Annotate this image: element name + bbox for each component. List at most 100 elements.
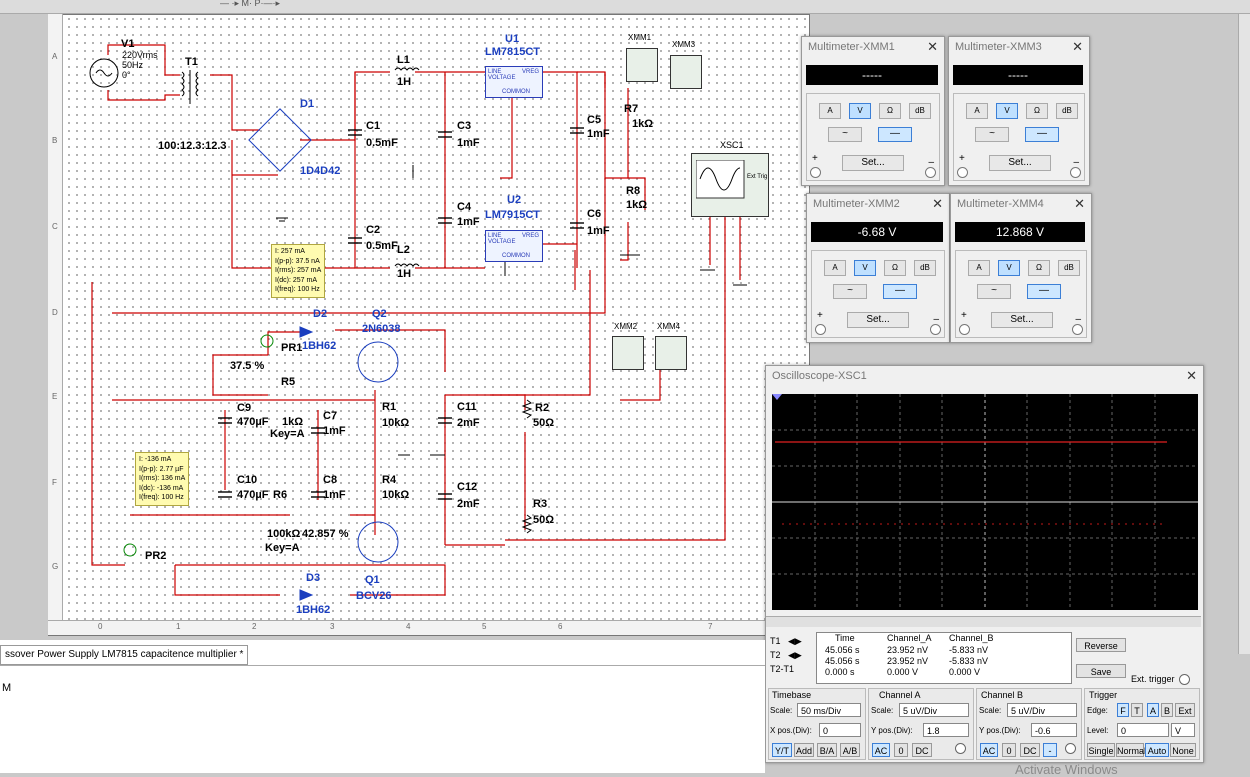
plus-terminal[interactable] [810, 167, 821, 178]
cha-ypos-input[interactable]: 1.8 [923, 723, 969, 737]
chb-ac-button[interactable]: AC [980, 743, 998, 757]
ac-button[interactable]: ~ [833, 284, 867, 299]
ba-button[interactable]: B/A [817, 743, 837, 757]
dc-button[interactable]: — [878, 127, 912, 142]
xmm4-meter-icon[interactable] [655, 336, 687, 370]
plus-terminal[interactable] [815, 324, 826, 335]
mode-button[interactable]: A [824, 260, 846, 276]
mode-button[interactable]: dB [1056, 103, 1078, 119]
cha-zero-button[interactable]: 0 [894, 743, 908, 757]
set-button[interactable]: Set... [989, 155, 1051, 171]
mode-button[interactable]: A [968, 260, 990, 276]
timebase-scale-input[interactable]: 50 ms/Div [797, 703, 861, 717]
xmm3-meter-icon[interactable] [670, 55, 702, 89]
dc-button[interactable]: — [883, 284, 917, 299]
vertical-scrollbar[interactable] [1238, 14, 1250, 654]
cha-ac-button[interactable]: AC [872, 743, 890, 757]
edge-b-button[interactable]: B [1161, 703, 1173, 717]
ext-trigger-radio[interactable] [1179, 674, 1190, 685]
cell: 45.056 s [825, 645, 860, 655]
auto-button[interactable]: Auto [1145, 743, 1169, 757]
minus-terminal[interactable] [1070, 167, 1081, 178]
save-button[interactable]: Save [1076, 664, 1126, 678]
mode-button[interactable]: A [966, 103, 988, 119]
add-button[interactable]: Add [794, 743, 814, 757]
timebase-xpos-input[interactable]: 0 [819, 723, 861, 737]
chb-zero-button[interactable]: 0 [1002, 743, 1016, 757]
scope-scrollbar[interactable] [766, 616, 1201, 627]
mode-button[interactable]: V [849, 103, 871, 119]
trigger-unit-select[interactable]: V [1171, 723, 1195, 737]
chb-ypos-input[interactable]: -0.6 [1031, 723, 1077, 737]
xsc1-scope-icon[interactable]: Ext Trig [691, 153, 769, 217]
edge-falling-button[interactable]: F [1117, 703, 1129, 717]
minus-terminal[interactable] [925, 167, 936, 178]
plus-terminal[interactable] [959, 324, 970, 335]
reverse-button[interactable]: Reverse [1076, 638, 1126, 652]
probe-line: I(p-p): 37.5 nA [275, 257, 320, 265]
single-button[interactable]: Single [1087, 743, 1115, 757]
u1-regulator[interactable]: LINE VOLTAGE VREG COMMON [485, 66, 543, 98]
set-button[interactable]: Set... [842, 155, 904, 171]
close-icon[interactable]: ✕ [1074, 196, 1085, 211]
mode-button[interactable]: Ω [1028, 260, 1050, 276]
oscilloscope-window[interactable]: Oscilloscope-XSC1 ✕ T1 T2 T2-T1 ◀▶ ◀▶ Ti… [765, 365, 1204, 763]
chb-invert-button[interactable]: - [1043, 743, 1057, 757]
close-icon[interactable]: ✕ [932, 196, 943, 211]
normal-button[interactable]: Normal [1116, 743, 1146, 757]
ab-button[interactable]: A/B [840, 743, 860, 757]
minus-terminal[interactable] [930, 324, 941, 335]
edge-ext-button[interactable]: Ext [1175, 703, 1195, 717]
mode-button[interactable]: dB [1058, 260, 1080, 276]
chb-radio[interactable] [1065, 743, 1076, 754]
row-label: B [52, 136, 58, 145]
cha-radio[interactable] [955, 743, 966, 754]
mode-button[interactable]: dB [909, 103, 931, 119]
u2-regulator[interactable]: LINE VOLTAGE VREG COMMON [485, 230, 543, 262]
mode-button[interactable]: Ω [879, 103, 901, 119]
mode-button[interactable]: V [854, 260, 876, 276]
col-label: 4 [406, 622, 411, 631]
cha-scale-input[interactable]: 5 uV/Div [899, 703, 969, 717]
mode-button[interactable]: dB [914, 260, 936, 276]
mode-button[interactable]: Ω [1026, 103, 1048, 119]
xmm2-meter-icon[interactable] [612, 336, 644, 370]
close-icon[interactable]: ✕ [927, 39, 938, 54]
close-icon[interactable]: ✕ [1186, 368, 1197, 383]
cursor-arrows-t1[interactable]: ◀▶ [788, 636, 802, 646]
set-button[interactable]: Set... [847, 312, 909, 328]
mode-button[interactable]: V [996, 103, 1018, 119]
yt-button[interactable]: Y/T [772, 743, 792, 757]
mode-button[interactable]: A [819, 103, 841, 119]
ac-button[interactable]: ~ [975, 127, 1009, 142]
ac-button[interactable]: ~ [977, 284, 1011, 299]
dc-button[interactable]: — [1025, 127, 1059, 142]
chb-dc-button[interactable]: DC [1020, 743, 1040, 757]
plus-terminal[interactable] [957, 167, 968, 178]
none-button[interactable]: None [1170, 743, 1196, 757]
dc-button[interactable]: — [1027, 284, 1061, 299]
edge-rising-button[interactable]: T [1131, 703, 1143, 717]
design-tab[interactable]: ssover Power Supply LM7815 capacitence m… [0, 645, 249, 665]
set-button[interactable]: Set... [991, 312, 1053, 328]
ac-button[interactable]: ~ [828, 127, 862, 142]
c7-label: C7 [323, 410, 338, 422]
trigger-level-input[interactable]: 0 [1117, 723, 1169, 737]
cha-dc-button[interactable]: DC [912, 743, 932, 757]
mode-button[interactable]: V [998, 260, 1020, 276]
edge-a-button[interactable]: A [1147, 703, 1159, 717]
sim-toolbar-label[interactable]: — ·▸ M· P·—·▸ [220, 0, 281, 8]
schematic-canvas[interactable] [48, 14, 810, 636]
close-icon[interactable]: ✕ [1072, 39, 1083, 54]
chb-scale-input[interactable]: 5 uV/Div [1007, 703, 1077, 717]
mode-button[interactable]: Ω [884, 260, 906, 276]
minus-terminal[interactable] [1072, 324, 1083, 335]
c8-value: 1mF [323, 489, 346, 501]
cursor-arrows-t2[interactable]: ◀▶ [788, 650, 802, 660]
xmm1-meter-icon[interactable] [626, 48, 658, 82]
c12-label: C12 [457, 481, 478, 493]
